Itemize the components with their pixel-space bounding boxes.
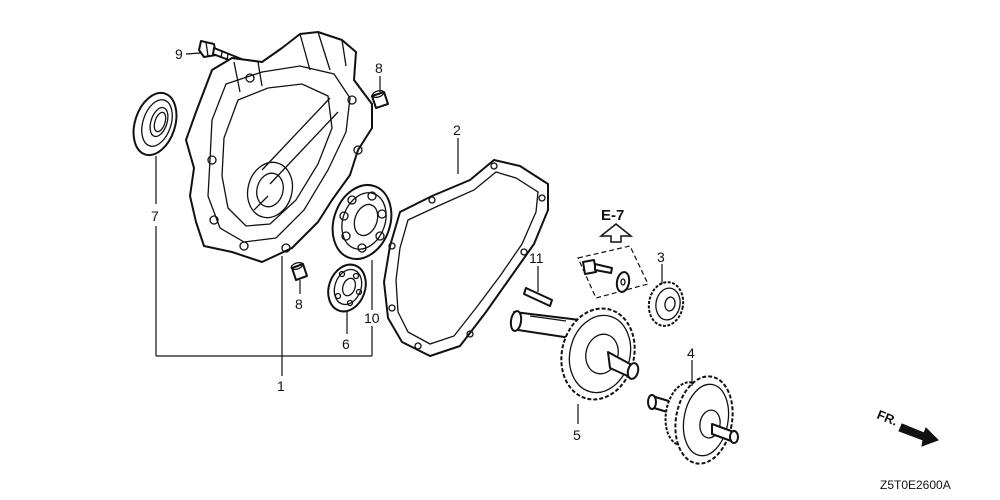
reference-arrow-icon	[598, 223, 634, 243]
callout-labels: 9 8 2 7 8 10 6 1 11 3 4 5	[151, 46, 695, 443]
oil-seal-part-7[interactable]	[126, 87, 184, 160]
callout-8-lower: 8	[295, 296, 303, 312]
reference-box-e7	[577, 245, 649, 299]
front-label: FR.	[875, 407, 900, 429]
pinion-gear-part-3[interactable]	[645, 279, 686, 328]
transmission-case-part-1[interactable]	[185, 31, 373, 263]
callout-1: 1	[277, 378, 285, 394]
front-direction-indicator: FR.	[875, 407, 939, 447]
callout-9: 9	[175, 46, 183, 62]
gasket-part-2[interactable]	[383, 159, 549, 357]
leader-lines	[155, 52, 693, 424]
callout-8-upper: 8	[375, 60, 383, 76]
shaft-key-part-11[interactable]	[523, 287, 553, 307]
callout-6: 6	[342, 336, 350, 352]
counter-gear-part-4[interactable]	[647, 372, 739, 468]
dowel-pin-part-8-lower[interactable]	[290, 261, 308, 281]
dowel-pin-part-8-upper[interactable]	[371, 89, 389, 109]
callout-5: 5	[573, 427, 581, 443]
callout-4: 4	[687, 345, 695, 361]
front-arrow-icon	[898, 423, 939, 447]
callout-2: 2	[453, 122, 461, 138]
callout-10: 10	[364, 310, 380, 326]
drawing-code: Z5T0E2600A	[880, 478, 951, 492]
reference-label-e7[interactable]: E-7	[601, 207, 624, 224]
output-shaft-gear-part-5[interactable]	[509, 301, 644, 408]
callout-11: 11	[529, 250, 544, 266]
callout-3: 3	[657, 249, 665, 265]
ball-bearing-part-6[interactable]	[322, 259, 372, 316]
callout-7: 7	[151, 208, 159, 224]
ball-bearing-part-10[interactable]	[323, 177, 402, 268]
